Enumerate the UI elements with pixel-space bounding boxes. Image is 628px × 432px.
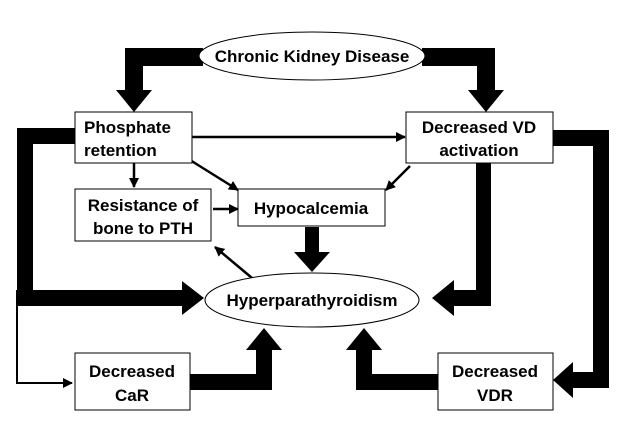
arrow-ckd-to-decreased-vd — [422, 48, 504, 112]
node-label-line-2: retention — [84, 141, 157, 160]
arrow-decreased-vd-to-vdr — [553, 130, 609, 398]
node-label-line-1: Decreased — [452, 362, 538, 381]
arrow-hyperpara-to-resistance — [214, 246, 253, 279]
arrow-decreased-vd-to-hypocalcemia — [385, 165, 411, 191]
node-label-line-2: CaR — [115, 386, 149, 405]
node-phosphate-retention: Phosphate retention — [74, 111, 193, 164]
node-chronic-kidney-disease: Chronic Kidney Disease — [198, 31, 426, 81]
node-hyperparathyroidism: Hyperparathyroidism — [204, 272, 420, 328]
arrow-hypocalcemia-to-hyperpara — [294, 227, 330, 272]
arrow-vdr-to-hyperpara — [346, 328, 438, 390]
arrow-car-to-hyperpara — [190, 328, 282, 390]
node-label-line-1: Resistance of — [88, 196, 199, 215]
arrow-phosphate-to-car — [16, 290, 73, 388]
node-label: Chronic Kidney Disease — [215, 47, 410, 66]
node-resistance-of-bone-to-pth: Resistance of bone to PTH — [74, 188, 212, 242]
node-decreased-vd-activation: Decreased VD activation — [405, 111, 554, 164]
node-label-line-1: Decreased — [89, 362, 175, 381]
node-label-line-2: activation — [439, 141, 518, 160]
node-decreased-car: Decreased CaR — [74, 352, 191, 411]
node-label-line-2: bone to PTH — [93, 219, 193, 238]
arrow-ckd-to-phosphate — [116, 48, 203, 112]
node-label-line-1: Phosphate — [84, 118, 171, 137]
arrow-phosphate-to-hyperpara — [17, 128, 204, 315]
arrow-phosphate-to-hypocalcemia — [189, 158, 239, 192]
node-hypocalcemia: Hypocalcemia — [237, 188, 386, 227]
arrow-decreased-vd-to-hyperpara — [432, 162, 491, 316]
node-label: Hyperparathyroidism — [227, 291, 398, 310]
node-label-line-1: Decreased VD — [422, 118, 536, 137]
node-decreased-vdr: Decreased VDR — [437, 352, 554, 411]
node-label-line-2: VDR — [477, 386, 513, 405]
node-label: Hypocalcemia — [254, 199, 369, 218]
